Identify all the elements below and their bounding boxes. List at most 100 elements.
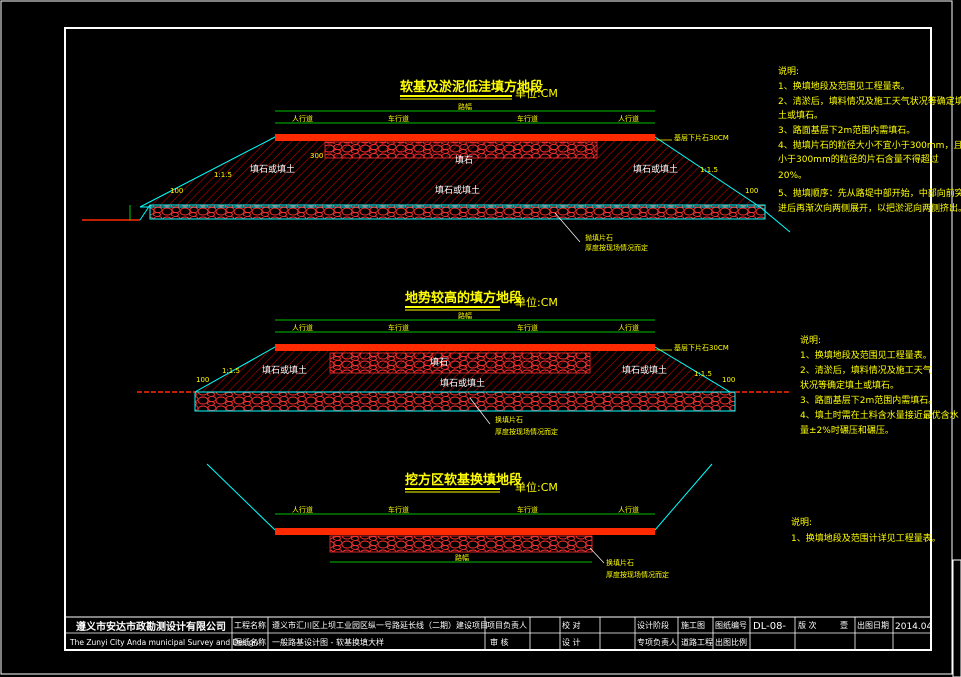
drawing-label: 图纸名称: [234, 637, 266, 647]
section-1-lane-left: 车行道: [388, 114, 409, 123]
notes-2-item: 状况等确定填土或填石。: [800, 379, 899, 391]
notes-3-heading: 说明:: [791, 516, 812, 528]
section-1-fill-right: 填石或填土: [633, 163, 678, 175]
section-1-fill-center: 填石或填土: [435, 184, 480, 196]
section-1-callout-1: 抛填片石: [585, 233, 613, 242]
section-1-base-note: 基层下片石30CM: [674, 133, 729, 142]
check-label: 校 对: [562, 620, 581, 630]
section-2-fill-left: 填石或填土: [262, 364, 307, 376]
section-1-step-left: 100: [170, 187, 183, 195]
section-3-cross-section: 挖方区软基换填地段 单位:CM 人行道 车行道 车行道 人行道 路幅 换填片石 …: [206, 463, 713, 579]
design-label: 设 计: [562, 637, 581, 647]
section-1-cross-section: 软基及淤泥低洼填方地段 单位:CM 路幅 人行道 车行道 车行道 人行道 100…: [82, 79, 791, 252]
date-label: 出图日期: [857, 620, 889, 630]
notes-1-item: 1、换填地段及范围见工程量表。: [778, 80, 910, 92]
section-1-unit: 单位:CM: [515, 86, 558, 100]
project-lead-label: 项目负责人: [487, 620, 527, 630]
section-1-base-rubble: [324, 141, 598, 159]
drawing-no-label: 图纸编号: [715, 620, 747, 630]
section-1-slope-left: 1:1.5: [214, 171, 232, 179]
notes-1-item: 小于300mm的粒径的片石含量不得超过: [778, 153, 939, 165]
scale-label: 出图比例: [715, 637, 747, 647]
section-1-sidewalk-right: 人行道: [618, 114, 639, 123]
section-2-step-left: 100: [196, 376, 209, 384]
notes-1-item: 土或填石。: [778, 109, 823, 121]
section-3-callout-1: 换填片石: [606, 558, 634, 567]
project-name: 遵义市汇川区上坝工业园区纵一号路延长线（二期）建设项目: [272, 620, 488, 630]
notes-1-item: 进后再渐次向两侧展开，以把淤泥向两侧挤出。: [778, 202, 961, 214]
section-3-lane-right: 车行道: [517, 505, 538, 514]
section-1-pavement: [275, 134, 655, 141]
section-2-step-right: 100: [722, 376, 735, 384]
date-value: 2014.04: [895, 622, 932, 632]
review-label: 审 核: [490, 637, 509, 647]
version-label: 版 次: [798, 620, 817, 630]
notes-1-item: 20%。: [778, 171, 807, 181]
section-2-lane-right: 车行道: [517, 323, 538, 332]
section-2-callout-2: 厚度按现场情况而定: [495, 427, 558, 436]
section-1-rubble-layer: [149, 204, 766, 220]
section-2-sidewalk-right: 人行道: [618, 323, 639, 332]
notes-1-item: 3、路面基层下2m范围内需填石。: [778, 124, 915, 136]
section-1-slope-right: 1:1.5: [700, 166, 718, 174]
notes-2-heading: 说明:: [800, 334, 821, 346]
notes-2-item: 3、路面基层下2m范围内需填石。: [800, 394, 937, 406]
section-2-sidewalk-left: 人行道: [292, 323, 313, 332]
section-2-base-note: 基层下片石30CM: [674, 343, 729, 352]
side-strip: [952, 559, 961, 677]
notes-1-item: 2、清淤后，填料情况及施工天气状况等确定填: [778, 95, 961, 107]
notes-3-item: 1、换填地段及范围计详见工程量表。: [791, 532, 941, 544]
section-3-pavement: [275, 528, 655, 535]
notes-1-heading: 说明:: [778, 65, 799, 77]
design-stage-value: 施工图: [681, 620, 705, 630]
design-stage-label: 设计阶段: [637, 620, 669, 630]
drawing-no-value: DL-08-: [753, 621, 786, 632]
notes-1: 说明: 1、换填地段及范围见工程量表。 2、清淤后，填料情况及施工天气状况等确定…: [778, 65, 961, 214]
section-2-lane-left: 车行道: [388, 323, 409, 332]
section-2-title: 地势较高的填方地段: [405, 290, 522, 306]
section-2-pavement: [275, 344, 655, 351]
section-2-slope-left: 1:1.5: [222, 367, 240, 375]
section-3-sidewalk-left: 人行道: [292, 505, 313, 514]
section-2-cross-section: 地势较高的填方地段 单位:CM 路幅 人行道 车行道 车行道 人行道 100 1…: [137, 290, 790, 436]
section-2-callout-1: 换填片石: [495, 415, 523, 424]
section-3-base-rubble: [329, 535, 593, 553]
notes-1-item: 4、抛填片石的粒径大小不宜小于300mm，且: [778, 139, 961, 151]
company-name-en: The Zunyi City Anda municipal Survey and…: [69, 638, 259, 647]
section-2-road-width: 路幅: [458, 311, 472, 320]
section-1-depth-mark: 300: [310, 152, 323, 160]
section-1-callout-2: 厚度按现场情况而定: [585, 243, 648, 252]
title-block: 遵义市安达市政勘测设计有限公司 The Zunyi City Anda muni…: [64, 616, 932, 651]
section-2-unit: 单位:CM: [515, 295, 558, 309]
section-2-slope-right: 1:1.5: [694, 370, 712, 378]
section-1-lane-right: 车行道: [517, 114, 538, 123]
notes-2-item: 1、换填地段及范围见工程量表。: [800, 349, 932, 361]
notes-2-item: 2、清淤后，填料情况及施工天气: [800, 364, 932, 376]
specialty-value: 道路工程: [681, 637, 713, 647]
specialty-lead-label: 专项负责人: [637, 637, 677, 647]
section-3-bottom-width: 路幅: [455, 553, 469, 562]
section-2-fill-center: 填石或填土: [440, 377, 485, 389]
section-3-title: 挖方区软基换填地段: [405, 472, 522, 488]
project-label: 工程名称: [234, 620, 266, 630]
drawing-name: 一般路基设计图 - 软基换填大样: [272, 637, 384, 647]
section-3-lane-left: 车行道: [388, 505, 409, 514]
notes-2: 说明: 1、换填地段及范围见工程量表。 2、清淤后，填料情况及施工天气 状况等确…: [800, 334, 959, 436]
notes-3: 说明: 1、换填地段及范围计详见工程量表。: [791, 516, 941, 544]
section-1-road-width: 路幅: [458, 102, 472, 111]
notes-2-item: 量±2%时碾压和碾压。: [800, 424, 894, 436]
section-1-title: 软基及淤泥低洼填方地段: [400, 79, 543, 95]
notes-2-item: 4、填土时需在土料含水量接近最优含水: [800, 409, 959, 421]
section-1-sidewalk-left: 人行道: [292, 114, 313, 123]
section-3-unit: 单位:CM: [515, 480, 558, 494]
section-1-fill-center-top: 填石: [455, 154, 473, 166]
section-3-callout-2: 厚度按现场情况而定: [606, 570, 669, 579]
section-2-fill-right: 填石或填土: [622, 364, 667, 376]
section-1-step-right: 100: [745, 187, 758, 195]
version-value: 壹: [840, 620, 848, 630]
section-2-fill-center-top: 填石: [430, 356, 448, 368]
company-name-cn: 遵义市安达市政勘测设计有限公司: [76, 620, 226, 633]
section-2-base-rubble: [329, 352, 591, 374]
